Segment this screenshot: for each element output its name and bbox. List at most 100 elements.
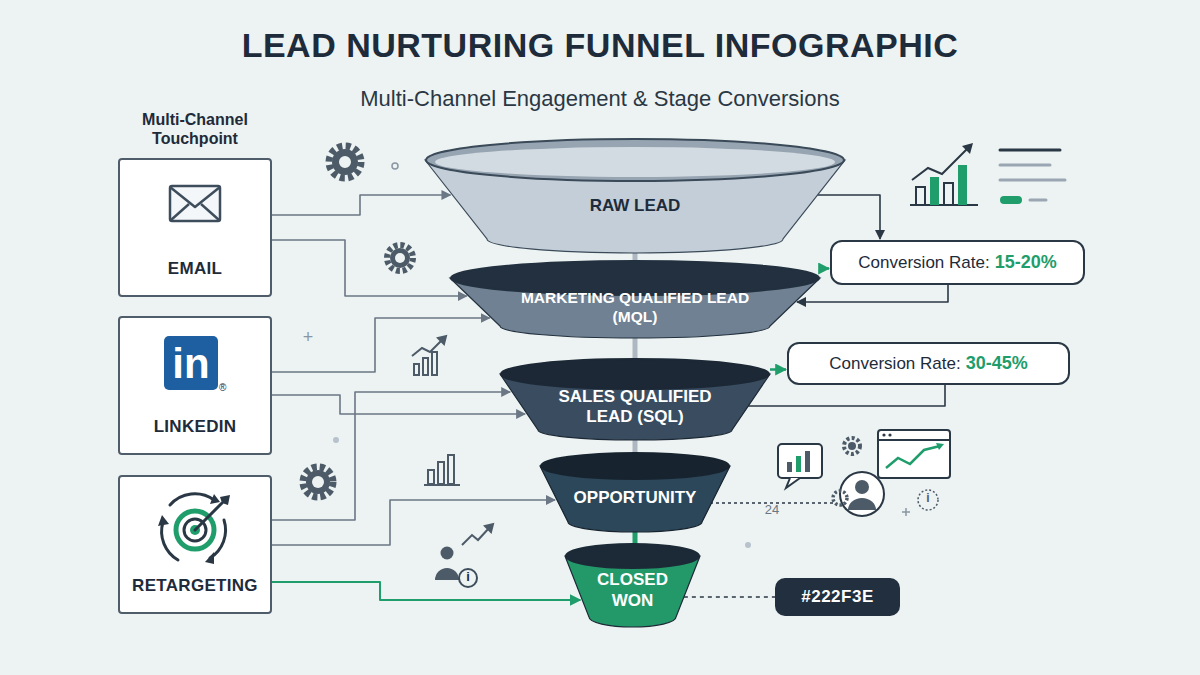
mini-chart-icon-part <box>423 358 428 375</box>
funnel-rim <box>566 544 699 568</box>
mini-chart-icon-part <box>424 484 460 486</box>
envelope-icon-part <box>170 186 220 221</box>
growth-chart-icon <box>910 143 978 205</box>
text-block: RAW LEAD <box>590 196 681 216</box>
analytics-icon-group-part <box>882 433 885 436</box>
funnel-stage: CLOSED WON <box>565 543 700 627</box>
analytics-icon-group-part <box>918 490 938 510</box>
text-lines-icon-part <box>1000 149 1060 152</box>
analytics-icon-group-part <box>888 433 891 436</box>
growth-chart-icon-part <box>962 143 973 154</box>
analytics-icon-group-part <box>848 442 856 450</box>
info-mark: i <box>922 492 934 506</box>
text-block: EMAIL <box>168 259 222 279</box>
retargeting-icon-part <box>195 503 222 530</box>
text-block: #222F3E <box>801 587 874 607</box>
channel-card: EMAIL <box>118 158 272 297</box>
envelope-icon-part <box>171 204 189 220</box>
envelope-icon-part <box>170 187 220 207</box>
stage-label: RAW LEAD <box>590 196 681 216</box>
text-block: MARKETING QUALIFIED LEAD (MQL) <box>500 289 770 326</box>
growth-chart-icon-part <box>916 187 925 205</box>
stage-label: SALES QUALIFIED LEAD (SQL) <box>535 387 735 428</box>
number-mark: 24 <box>760 503 784 518</box>
retargeting-icon-part <box>170 494 214 505</box>
person-info-icon-part <box>441 547 454 560</box>
stage-label: MARKETING QUALIFIED LEAD (MQL) <box>500 289 770 326</box>
funnel-rim <box>501 359 769 389</box>
growth-chart-icon-part <box>930 177 939 205</box>
text-lines-icon-part <box>1000 179 1065 182</box>
gear-icon-part <box>338 155 352 169</box>
funnel-rim <box>541 453 729 479</box>
retargeting-icon-part <box>210 494 220 504</box>
envelope-icon <box>170 186 220 221</box>
text-block: OPPORTUNITY <box>574 488 697 508</box>
mini-chart-icon-part <box>414 364 419 375</box>
connector <box>272 582 580 600</box>
analytics-icon-group-part <box>886 446 940 468</box>
analytics-icon-group-part <box>855 480 869 494</box>
text-lines-icon-part <box>1000 164 1050 167</box>
analytics-icon-group-part <box>902 508 910 516</box>
stage-label: RETARGETING <box>132 576 258 595</box>
stage-label: OPPORTUNITY <box>574 488 697 508</box>
analytics-icon-group-part <box>848 498 876 510</box>
channel-card-ground-part <box>118 475 272 614</box>
connector <box>272 195 450 215</box>
gear-icon-part <box>303 467 333 497</box>
analytics-icon-group-part <box>796 456 801 472</box>
gear-icon <box>303 146 413 497</box>
analytics-icon-group-part <box>840 472 884 516</box>
stage-label: CLOSED WON <box>588 570 678 611</box>
linkedin-logo-part <box>164 336 218 390</box>
analytics-icon-group-part <box>778 444 822 478</box>
retargeting-icon-part <box>205 552 214 564</box>
connector <box>272 240 467 296</box>
text-lines-icon-part <box>1030 199 1046 202</box>
plus-mark: + <box>300 327 316 348</box>
color-code-tag: #222F3E <box>775 578 900 616</box>
gear-icon-part <box>390 248 410 268</box>
funnel-stage: MARKETING QUALIFIED LEAD (MQL) <box>450 260 820 338</box>
connector <box>272 500 555 545</box>
linkedin-logo <box>164 336 218 390</box>
analytics-icon-group-part <box>878 439 950 441</box>
analytics-icon-group-part <box>786 478 800 488</box>
connector <box>272 395 525 414</box>
gear-icon-part <box>312 476 324 488</box>
mini-chart-icon-part <box>428 470 434 484</box>
channel-card: RETARGETING <box>118 475 272 614</box>
connector <box>684 596 775 598</box>
mini-chart-icon-part <box>448 455 454 484</box>
text-block: SALES QUALIFIED LEAD (SQL) <box>535 387 735 428</box>
decor-dot-part <box>745 542 751 548</box>
gear-icon-part <box>329 146 361 178</box>
connector <box>770 368 786 371</box>
conversion-callout: Conversion Rate:30-45% <box>787 342 1070 385</box>
channel-card-ground <box>118 158 272 614</box>
funnel-rim-inner <box>435 147 835 177</box>
trend-arrow-icon <box>462 524 493 545</box>
stage-label: #222F3E <box>801 587 874 606</box>
connector <box>818 195 880 239</box>
logo-letters: in <box>164 336 218 389</box>
text-block: LINKEDIN <box>154 417 237 437</box>
rate-value: 30-45% <box>966 353 1028 374</box>
mini-chart-icon-part <box>412 338 444 356</box>
section-heading: Multi-Channel Touchpoint <box>112 110 278 148</box>
connector <box>272 318 490 372</box>
retargeting-icon-part <box>210 520 226 558</box>
analytics-icon-group <box>778 430 950 516</box>
gear-icon-part <box>387 245 413 271</box>
text-block: Conversion Rate:30-45% <box>829 353 1027 374</box>
retargeting-icon <box>158 494 230 564</box>
rate-value: 15-20% <box>995 252 1057 273</box>
gear-icon-part <box>395 253 405 263</box>
stage-label: EMAIL <box>168 259 222 278</box>
analytics-icon-group-part <box>936 443 944 450</box>
trend-arrow-icon-part <box>462 527 490 545</box>
growth-chart-icon-part <box>912 148 968 180</box>
analytics-icon-group-part <box>878 430 950 478</box>
